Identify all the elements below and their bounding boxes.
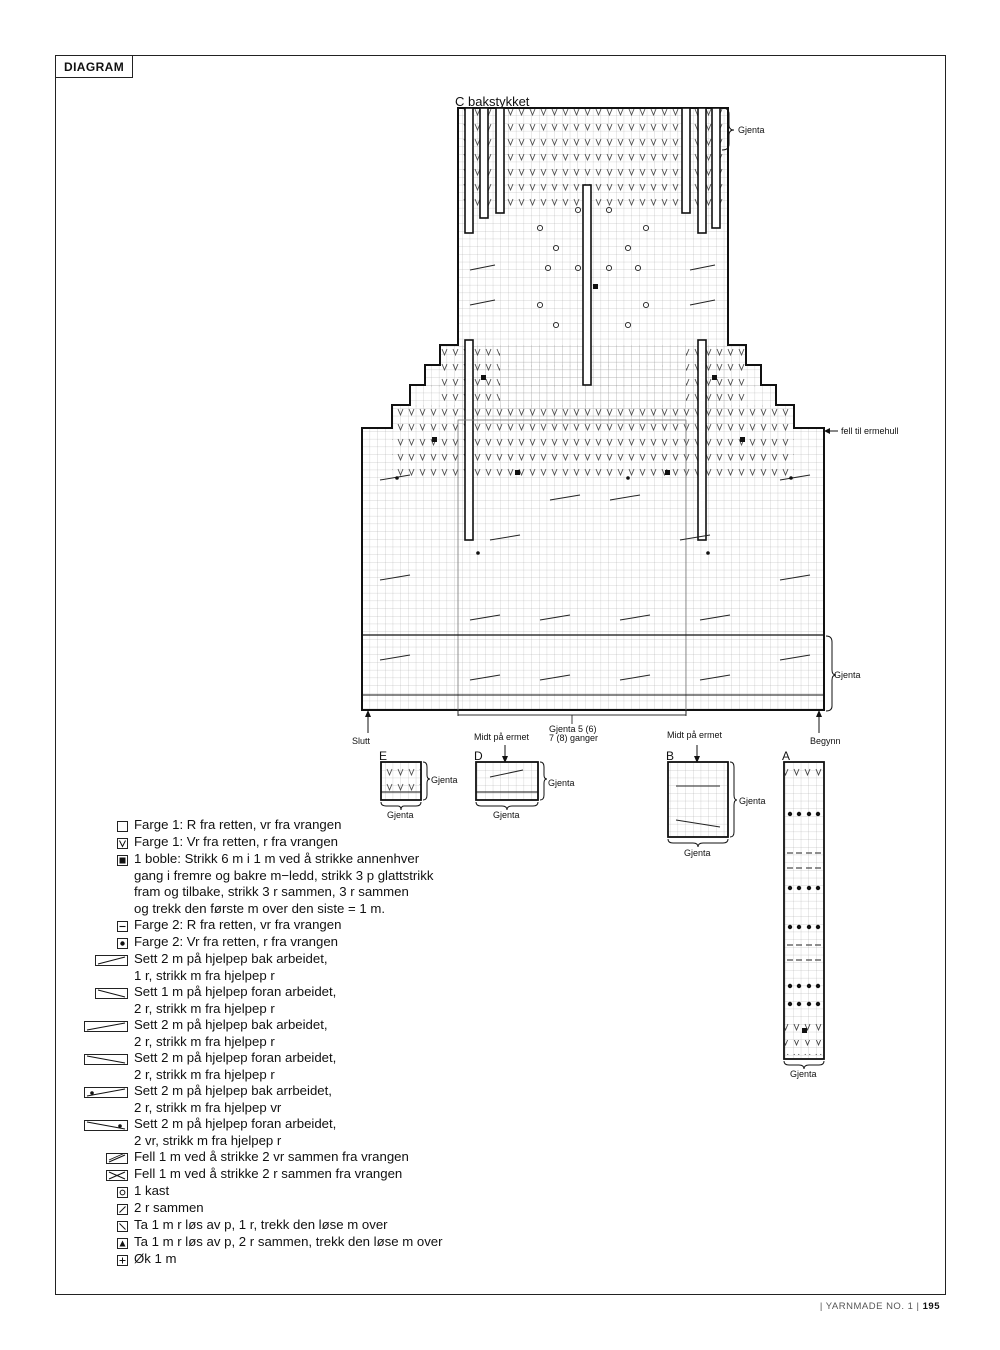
page-footer: | YARNMADE NO. 1 | 195: [820, 1301, 940, 1312]
legend-item: Ta 1 m r løs av p, 1 r, trekk den løse m…: [70, 1217, 490, 1234]
legend-item: Farge 1: Vr fra retten, r fra vrangen: [70, 834, 490, 851]
legend-item: Fell 1 m ved å strikke 2 r sammen fra vr…: [70, 1166, 490, 1183]
chart-b-title: B: [666, 749, 674, 763]
k2tog-icon: [117, 1204, 128, 1215]
legend-item: Farge 1: R fra retten, vr fra vrangen: [70, 817, 490, 834]
cable-2-2-back-icon: [84, 1021, 128, 1032]
begin-label: Begynn: [810, 736, 841, 746]
chart-d-repeat-side: Gjenta: [548, 778, 575, 788]
repeat-label-top: Gjenta: [738, 125, 765, 135]
legend-item: Ta 1 m r løs av p, 2 r sammen, trekk den…: [70, 1234, 490, 1251]
armhole-label: fell til ermehull: [841, 426, 899, 436]
cable-2-1-back-icon: [95, 955, 128, 966]
yarn-over-icon: [117, 1187, 128, 1198]
chart-d-title: D: [474, 749, 483, 763]
mid-sleeve-label-d: Midt på ermet: [474, 732, 530, 742]
legend-item: 1 kast: [70, 1183, 490, 1200]
cable-2-2-back-purl-icon: [84, 1087, 128, 1098]
v-stitch-icon: [117, 838, 128, 849]
knit-dec-icon: [106, 1170, 128, 1181]
legend-item: Farge 2: R fra retten, vr fra vrangen: [70, 917, 490, 934]
chart-e: [381, 762, 430, 810]
chart-d-repeat-bottom: Gjenta: [493, 810, 520, 820]
purl-dec-icon: [106, 1153, 128, 1164]
chart-c-title: C bakstykket: [455, 94, 530, 109]
chart-c-back-piece: [362, 108, 824, 724]
legend-item: Sett 2 m på hjelpep bak arrbeidet, 2 r, …: [70, 1083, 490, 1116]
repeat-count-line2: 7 (8) ganger: [549, 733, 598, 743]
chart-b-repeat-side: Gjenta: [739, 796, 766, 806]
magazine-name: | YARNMADE NO. 1 |: [820, 1301, 920, 1312]
dash-stitch-icon: [117, 921, 128, 932]
legend-item: Sett 2 m på hjelpep bak arbeidet, 1 r, s…: [70, 951, 490, 984]
chart-b-repeat-bottom: Gjenta: [684, 848, 711, 858]
legend-item: Sett 2 m på hjelpep foran arbeidet, 2 r,…: [70, 1050, 490, 1083]
cable-2-2-front-icon: [84, 1054, 128, 1065]
chart-a: [784, 762, 824, 1069]
legend-item: Øk 1 m: [70, 1251, 490, 1268]
chart-e-repeat-side: Gjenta: [431, 775, 458, 785]
chart-d: [476, 762, 547, 810]
mid-sleeve-label-b: Midt på ermet: [667, 730, 723, 740]
chart-a-repeat-bottom: Gjenta: [790, 1069, 817, 1079]
increase-icon: [117, 1255, 128, 1266]
page-number: 195: [923, 1301, 940, 1312]
sk2p-icon: [117, 1238, 128, 1249]
chart-e-title: E: [379, 749, 387, 763]
cable-1-2-front-icon: [95, 988, 128, 999]
legend-item: 2 r sammen: [70, 1200, 490, 1217]
chart-b: [668, 762, 737, 847]
skp-icon: [117, 1221, 128, 1232]
legend-item: Farge 2: Vr fra retten, r fra vrangen: [70, 934, 490, 951]
legend-item: Sett 2 m på hjelpep foran arbeidet, 2 vr…: [70, 1116, 490, 1149]
legend-item: Fell 1 m ved å strikke 2 vr sammen fra v…: [70, 1149, 490, 1166]
legend-item: Sett 1 m på hjelpep foran arbeidet, 2 r,…: [70, 984, 490, 1017]
end-label: Slutt: [352, 736, 371, 746]
bobble-icon: [117, 855, 128, 866]
repeat-label-side: Gjenta: [834, 670, 861, 680]
chart-a-title: A: [782, 749, 790, 763]
legend: Farge 1: R fra retten, vr fra vrangen Fa…: [70, 817, 490, 1268]
cable-2-2-front-purl-icon: [84, 1120, 128, 1131]
legend-item: 1 boble: Strikk 6 m i 1 m ved å strikke …: [70, 851, 490, 917]
legend-item: Sett 2 m på hjelpep bak arbeidet, 2 r, s…: [70, 1017, 490, 1050]
empty-square-icon: [117, 821, 128, 832]
dot-stitch-icon: [117, 938, 128, 949]
